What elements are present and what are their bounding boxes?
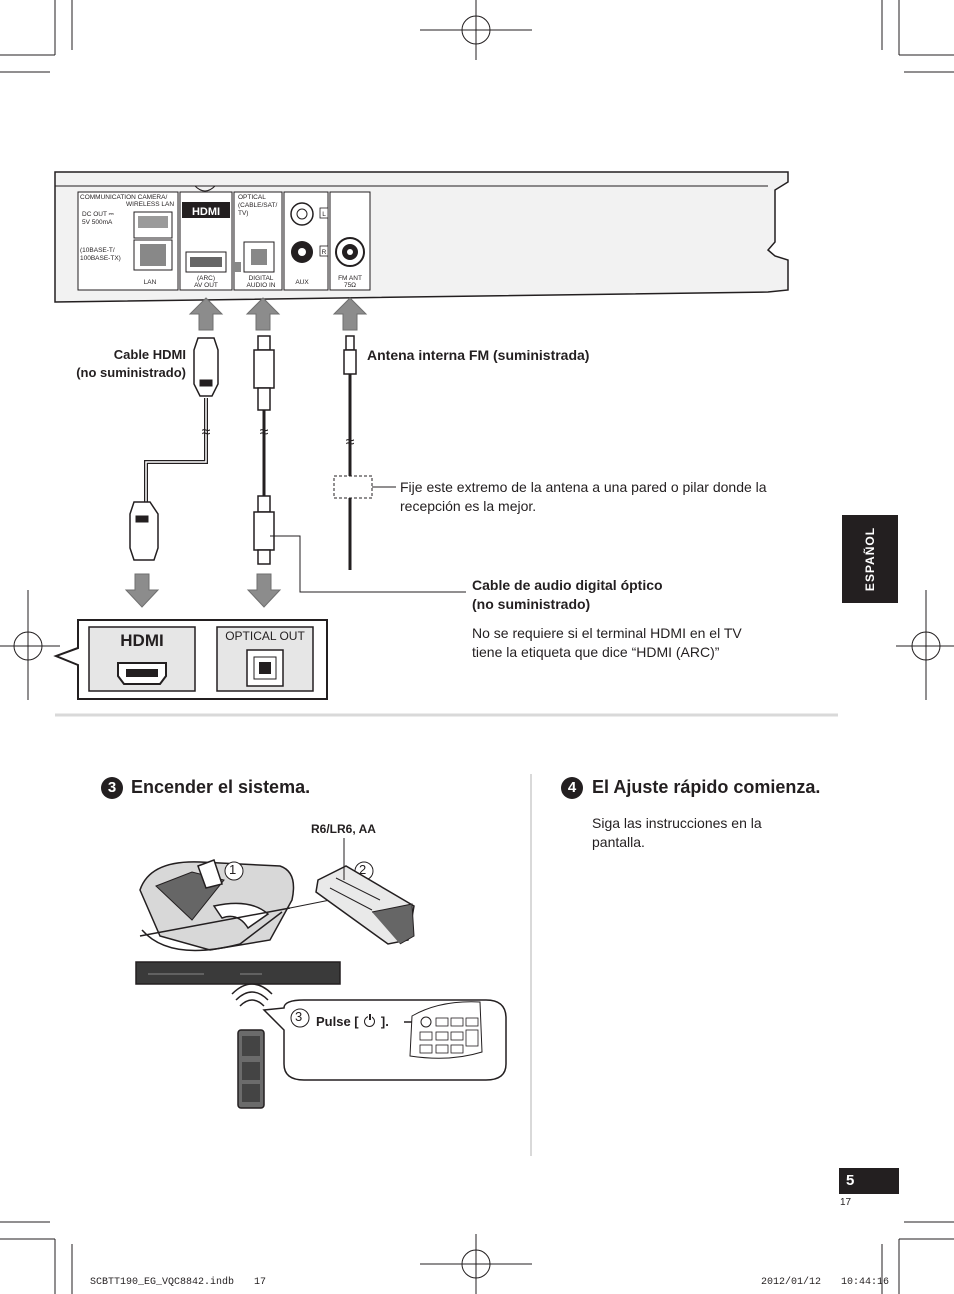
svg-text:100BASE-TX): 100BASE-TX) <box>80 255 121 262</box>
player-rear-panel: HDMI <box>54 171 789 303</box>
tv-hdmi-logo: HDMI <box>120 631 163 650</box>
aux-label: AUX <box>295 279 309 286</box>
svg-text:(10BASE-T/: (10BASE-T/ <box>80 247 115 254</box>
svg-text:DC OUT ⎓: DC OUT ⎓ <box>82 211 114 218</box>
step4-body: Siga las instrucciones en la pantalla. <box>592 814 762 852</box>
footer-file-info: SCBTT190_EG_VQC8842.indb 17 <box>90 1277 267 1288</box>
footer-timestamp: 2012/01/12 10:44:16 <box>761 1277 890 1288</box>
panel-labels: COMMUNICATION CAMERA/ WIRELESS LAN DC OU… <box>80 194 362 289</box>
aux-r-label: R <box>322 249 327 256</box>
tv-panel: HDMI OPTICAL OUT <box>53 619 328 700</box>
hdmi-cable-label: Cable HDMI (no suministrado) <box>60 346 186 382</box>
fm-ant-label: FM ANT <box>338 275 362 282</box>
step4-body-line1: Siga las instrucciones en la <box>592 815 762 831</box>
step4-number-badge: 4 <box>561 777 583 799</box>
svg-text:COMMUNICATION CAMERA/: COMMUNICATION CAMERA/ <box>80 194 167 201</box>
power-zoom-callout <box>262 999 507 1081</box>
optical-cable-label-line2: (no suministrado) <box>472 596 591 612</box>
lan-spec-1: (10BASE-T/ <box>80 247 115 254</box>
optical-cable-label: Cable de audio digital óptico (no sumini… <box>472 576 663 614</box>
step4-title: El Ajuste rápido comienza. <box>592 777 821 797</box>
svg-text:≈: ≈ <box>202 424 211 441</box>
language-tab-label: ESPAÑOL <box>863 526 877 592</box>
language-tab: ESPAÑOL <box>842 515 898 603</box>
svg-text:≈: ≈ <box>346 434 355 451</box>
press-label-end: ]. <box>380 1014 389 1029</box>
hdmi-cable-illustration: ≈ <box>129 337 219 561</box>
svg-text:WIRELESS LAN: WIRELESS LAN <box>126 201 174 208</box>
ohm-label: 75Ω <box>344 282 356 289</box>
svg-text:TV): TV) <box>238 210 248 217</box>
power-icon <box>364 1014 376 1027</box>
press-label: Pulse [ <box>316 1014 359 1029</box>
antenna-note-line2: recepción es la mejor. <box>400 498 537 514</box>
press-power-label: Pulse [ ]. <box>316 1013 389 1031</box>
antenna-note: Fije este extremo de la antena a una par… <box>400 478 767 516</box>
fm-antenna-illustration: ≈ <box>333 335 396 570</box>
step3-sub2-marker: 2 <box>359 862 367 877</box>
remote-battery-illustration <box>139 838 415 952</box>
optical-note-line2: tiene la etiqueta que dice “HDMI (ARC)” <box>472 644 720 660</box>
dc-out-label-2: 5V 500mA <box>82 219 113 226</box>
svg-text:(CABLE/SAT/: (CABLE/SAT/ <box>238 202 277 209</box>
optical-note: No se requiere si el terminal HDMI en el… <box>472 624 742 662</box>
av-out-label: AV OUT <box>194 282 218 289</box>
panel-hdmi-logo: HDMI <box>192 206 220 218</box>
svg-text:OPTICAL: OPTICAL <box>238 194 266 201</box>
remote-standing-illustration <box>231 983 273 1109</box>
comm-label-2: WIRELESS LAN <box>126 201 174 208</box>
dc-out-label-1: DC OUT ⎓ <box>82 211 114 218</box>
step3-number-badge: 3 <box>101 777 123 799</box>
optical-label-1: OPTICAL <box>238 194 266 201</box>
tv-optical-out-label: OPTICAL OUT <box>225 629 305 643</box>
optical-note-line1: No se requiere si el terminal HDMI en el… <box>472 625 742 641</box>
step3-title: Encender el sistema. <box>131 777 311 797</box>
hdmi-cable-label-line2: (no suministrado) <box>76 365 186 380</box>
step3-sub3-marker: 3 <box>295 1009 303 1024</box>
page-number-box: 5 <box>839 1168 899 1194</box>
svg-text:5V 500mA: 5V 500mA <box>82 219 113 226</box>
step3-sub1-marker: 1 <box>229 862 237 877</box>
optical-label-2: (CABLE/SAT/ <box>238 202 277 209</box>
battery-type-label: R6/LR6, AA <box>311 822 376 836</box>
step4-body-line2: pantalla. <box>592 834 645 850</box>
player-front-illustration <box>135 961 341 985</box>
hdmi-cable-label-line1: Cable HDMI <box>113 347 186 362</box>
comm-label-1: COMMUNICATION CAMERA/ <box>80 194 167 201</box>
optical-cable-illustration: ≈ <box>253 335 466 593</box>
lan-spec-2: 100BASE-TX) <box>80 255 121 262</box>
audio-in-label: AUDIO IN <box>247 282 276 289</box>
svg-text:≈: ≈ <box>260 424 269 441</box>
lan-label: LAN <box>144 279 157 286</box>
optical-cable-label-line1: Cable de audio digital óptico <box>472 577 663 593</box>
digital-label: DIGITAL <box>249 275 274 282</box>
antenna-note-line1: Fije este extremo de la antena a una par… <box>400 479 767 495</box>
connection-arrows <box>124 297 368 608</box>
aux-l-label: L <box>322 211 326 218</box>
optical-label-3: TV) <box>238 210 248 217</box>
fm-antenna-label: Antena interna FM (suministrada) <box>367 347 590 363</box>
arc-label: (ARC) <box>197 275 215 282</box>
page-sub-number: 17 <box>840 1197 852 1208</box>
